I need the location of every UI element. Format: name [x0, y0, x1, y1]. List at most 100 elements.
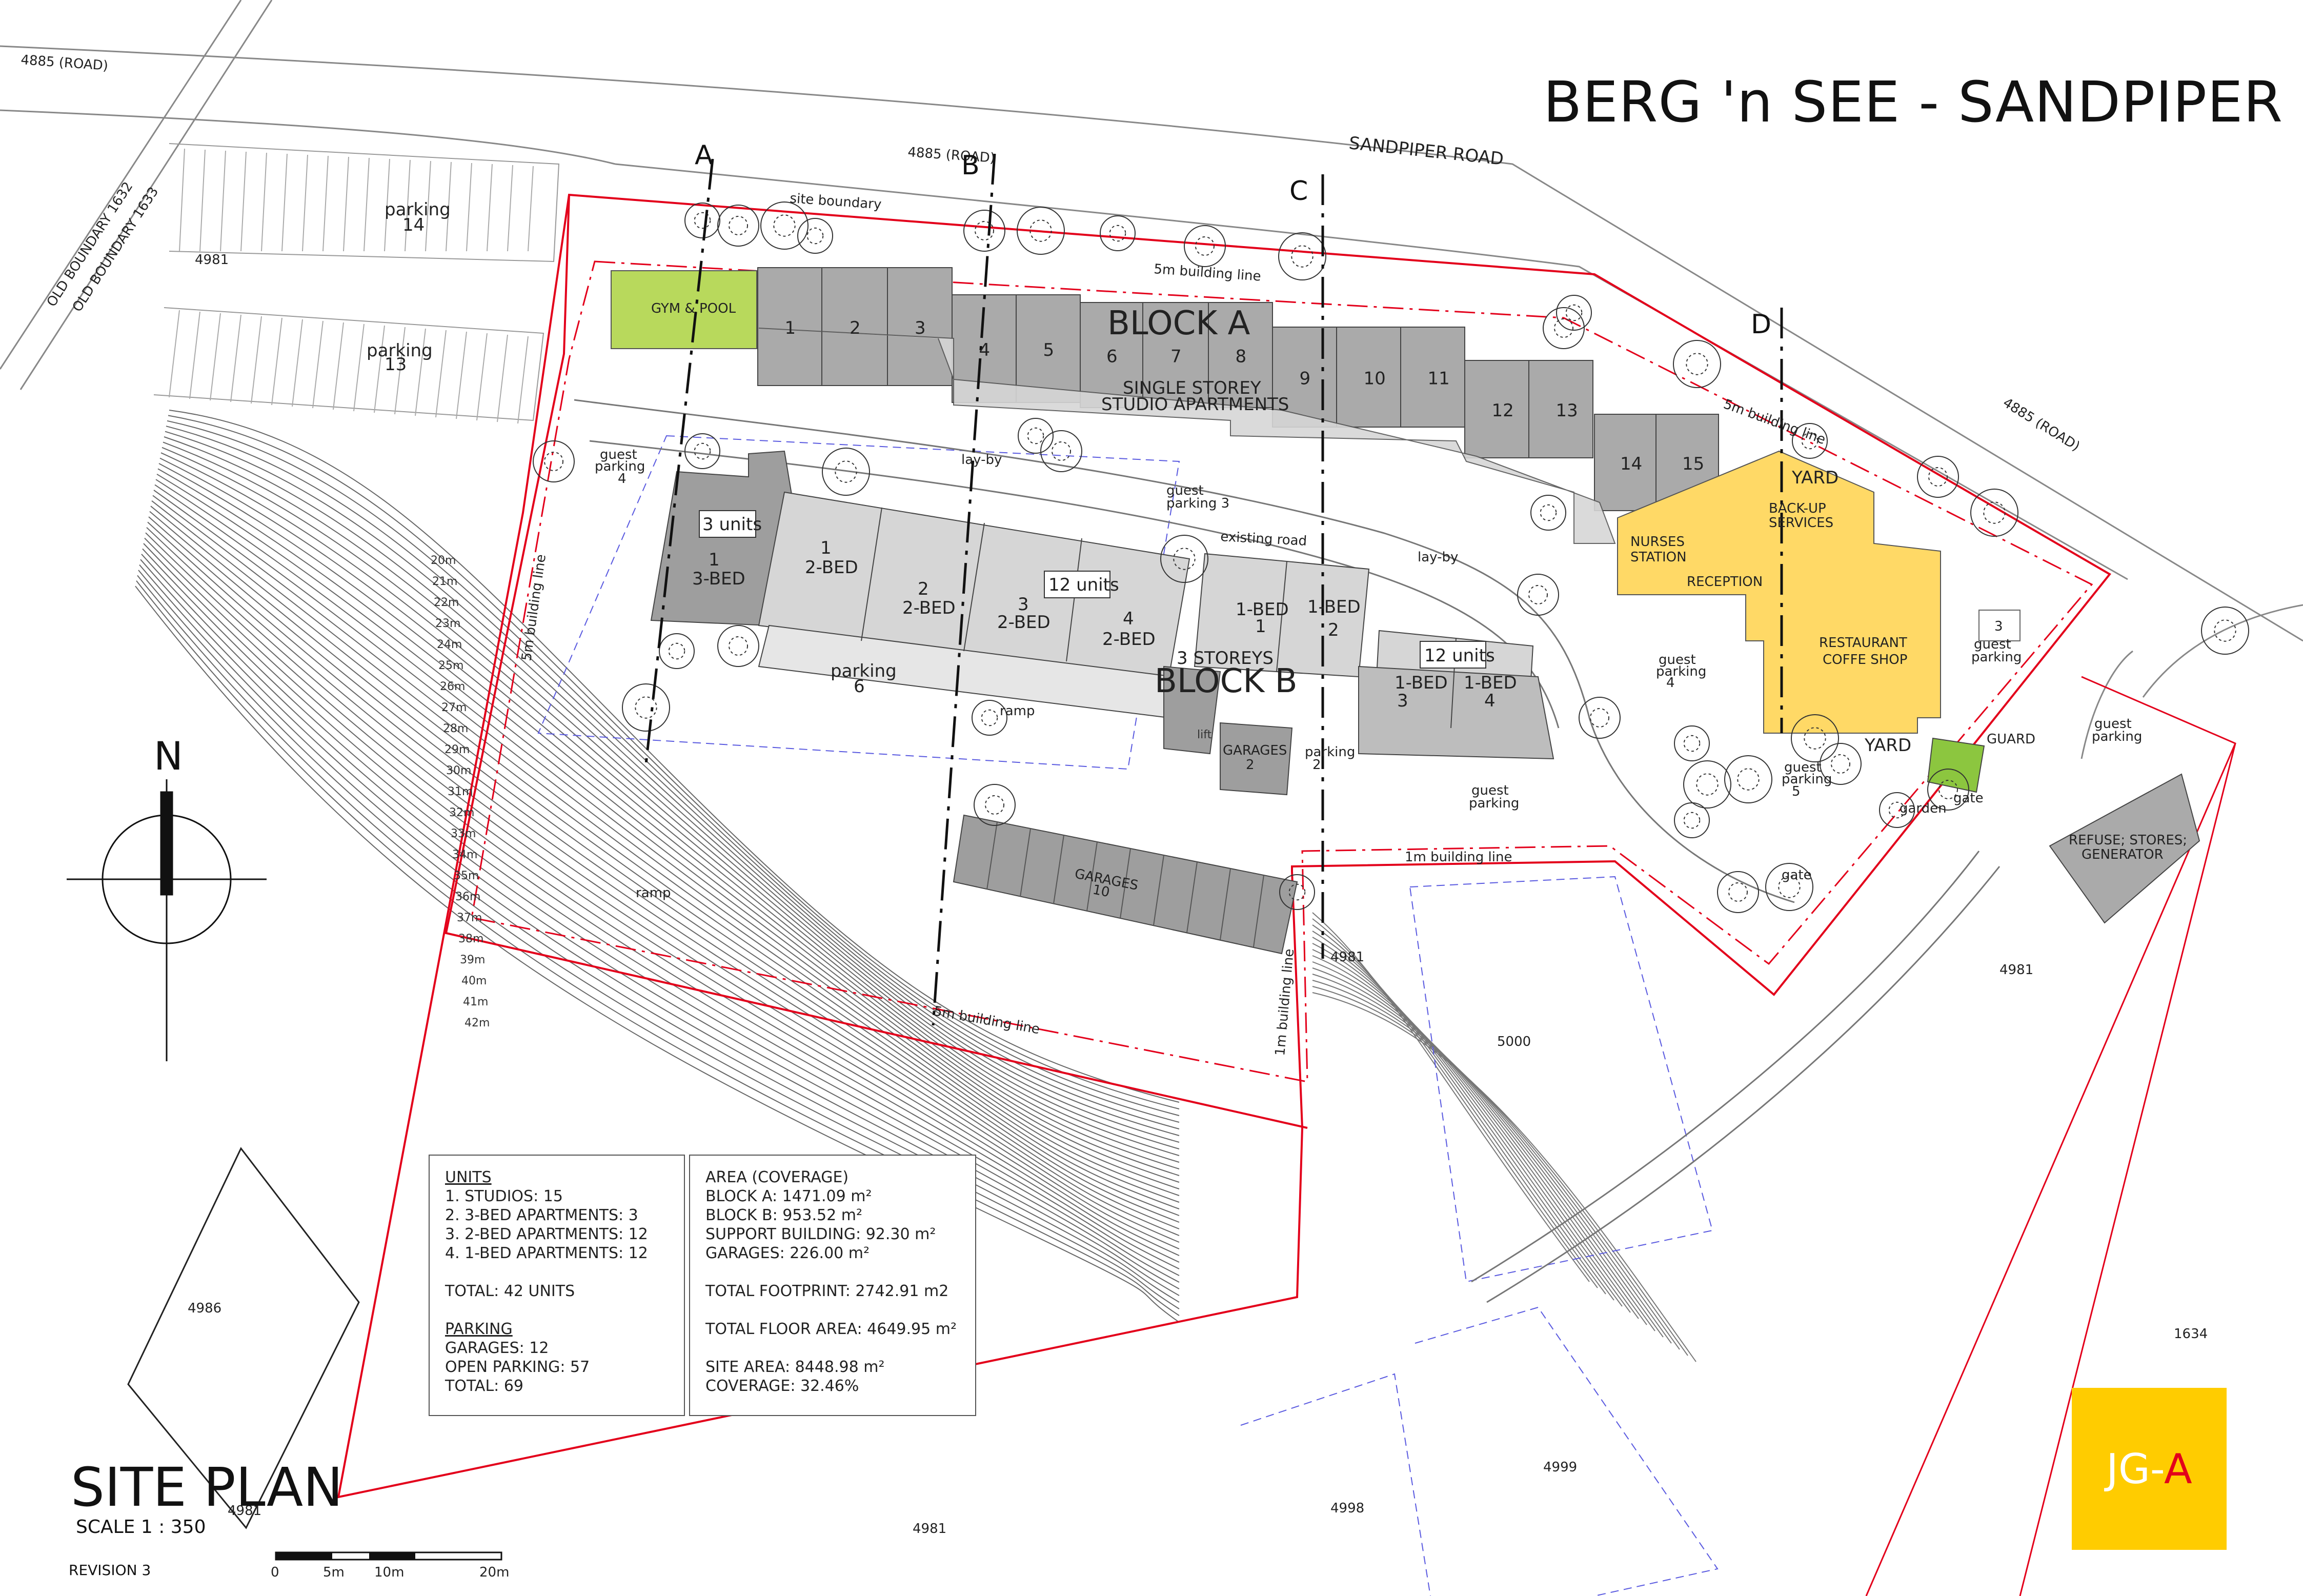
restaurant-label-2: COFFE SHOP: [1823, 652, 1907, 668]
garage-div-4: [1086, 841, 1098, 912]
area-site: SITE AREA: 8448.98 m²: [705, 1358, 885, 1376]
tree-icon-core: [1737, 768, 1760, 791]
contour-line: [1312, 912, 1590, 1282]
tree-icon-core: [975, 221, 994, 240]
neighbour-boundary-2: [2019, 676, 2236, 1596]
tree-icon-core: [1029, 219, 1052, 242]
stall-line: [528, 166, 534, 252]
stall-line: [343, 156, 349, 252]
servitude-4999: [1415, 1306, 1719, 1596]
tree-icon-core: [694, 212, 711, 229]
contour-label: 21m: [432, 575, 457, 588]
logo-accent: A: [2164, 1445, 2192, 1493]
tree-icon: [684, 433, 720, 469]
block-a-subtitle-1: SINGLE STOREY: [1123, 378, 1261, 398]
block-a-walkway: [758, 328, 1616, 544]
tree-icon: [1683, 760, 1731, 809]
tree-icon-core: [1109, 225, 1126, 242]
area-footprint: TOTAL FOOTPRINT: 2742.91 m2: [705, 1282, 949, 1300]
tree-icon: [1717, 871, 1759, 913]
block-a-unit-5: [1016, 294, 1081, 403]
stall-line: [384, 158, 390, 252]
contour-line: [158, 463, 1180, 1169]
building-line-1m-b-label: 1m building line: [1405, 850, 1512, 865]
two-bed-3-num: 3: [1018, 594, 1029, 615]
stall-line: [405, 159, 411, 252]
block-b-12-units-a: 12 units: [1048, 575, 1119, 595]
tree-icon-core: [2214, 619, 2236, 642]
one-bed-4-label: 1-BED: [1464, 673, 1517, 693]
tree-icon: [972, 700, 1007, 736]
contour-line: [1312, 974, 1672, 1344]
revision-label: REVISION 3: [69, 1562, 151, 1579]
guest-top-right-label-2: parking: [1971, 650, 2022, 665]
contour-line: [1312, 980, 1680, 1350]
contour-line: [143, 543, 1180, 1269]
stall-line: [230, 314, 241, 402]
tree-icon-core: [1291, 245, 1314, 268]
units-12a-tag-box: [1044, 571, 1110, 598]
parking-line-2: OPEN PARKING: 57: [445, 1358, 590, 1376]
contour-line: [144, 537, 1180, 1263]
internal-road-edge-1: [574, 399, 1795, 903]
stall-line: [476, 333, 488, 421]
block-b-3bed: [650, 450, 796, 627]
site-boundary-outline: [337, 193, 2112, 1499]
stall-line: [333, 322, 344, 410]
logo-text: JG-A: [2106, 1445, 2192, 1493]
contour-line: [1312, 918, 1598, 1288]
block-a-unit-13: [1528, 360, 1593, 458]
erf-4986-label: 4986: [188, 1301, 221, 1316]
yard-bottom-label: YARD: [1864, 735, 1911, 756]
guest-mid-label-2: parking: [1469, 796, 1519, 811]
erf-4981-bottom-label: 4981: [913, 1521, 946, 1537]
block-a-unit-label-4: 4: [979, 340, 991, 360]
neighbour-boundary-1: [1865, 743, 2236, 1596]
road-edge-inner: [615, 163, 2128, 580]
block-a-unit-label-9: 9: [1300, 369, 1311, 389]
block-a-unit-label-5: 5: [1043, 340, 1055, 360]
block-a-unit-label-15: 15: [1682, 454, 1704, 474]
three-bed-num: 1: [709, 550, 720, 570]
garden-label: garden: [1900, 801, 1947, 816]
support-building: [1617, 450, 1941, 734]
building-line-top-label: 5m building line: [1154, 261, 1262, 285]
tree-icon: [1530, 495, 1566, 531]
contour-line: [136, 580, 1180, 1316]
divider-b3: [1066, 538, 1082, 662]
three-bed-label: 3-BED: [692, 569, 745, 589]
two-bed-4-label: 2-BED: [1102, 629, 1156, 650]
gate-label-2: gate: [1782, 867, 1812, 883]
tree-icon-core: [1938, 780, 1958, 799]
contour-label: 28m: [443, 722, 468, 735]
old-boundary-line-1: [0, 0, 242, 370]
contour-line: [169, 410, 1180, 1103]
tree-icon: [1917, 456, 1959, 498]
contour-label: 36m: [455, 891, 480, 903]
access-road-1: [1471, 851, 1980, 1283]
block-a-unit-12: [1464, 360, 1529, 458]
contour-line: [1312, 949, 1639, 1319]
block-b-unit-dividers: [861, 507, 1457, 729]
contour-line: [138, 570, 1180, 1303]
tree-icon: [684, 203, 720, 238]
ramp-label-2: ramp: [636, 885, 671, 901]
area-line-3: SUPPORT BUILDING: 92.30 m²: [705, 1225, 936, 1243]
servitude-block-b: [537, 435, 1180, 770]
erf-4981-top-label: 4981: [195, 252, 229, 268]
erf-4981-scale-label: 4981: [228, 1503, 261, 1519]
tree-icon: [622, 683, 670, 732]
garage-div-6: [1153, 855, 1164, 926]
block-b-1bed-slab: [1358, 665, 1554, 760]
two-bed-2-label: 2-BED: [902, 598, 956, 618]
stall-line: [517, 336, 529, 424]
block-a-unit-6: [1080, 302, 1143, 408]
tree-icon: [963, 210, 1005, 252]
contour-labels: 20m21m22m23m24m25m26m27m28m29m30m31m32m3…: [431, 554, 490, 1029]
tree-icon-core: [1831, 754, 1850, 774]
tree-icon-core: [544, 452, 563, 471]
tree-icon: [1018, 418, 1054, 454]
section-label-a: A: [695, 140, 713, 171]
servitude-5000: [1409, 876, 1713, 1283]
block-a-unit-label-8: 8: [1236, 347, 1247, 367]
